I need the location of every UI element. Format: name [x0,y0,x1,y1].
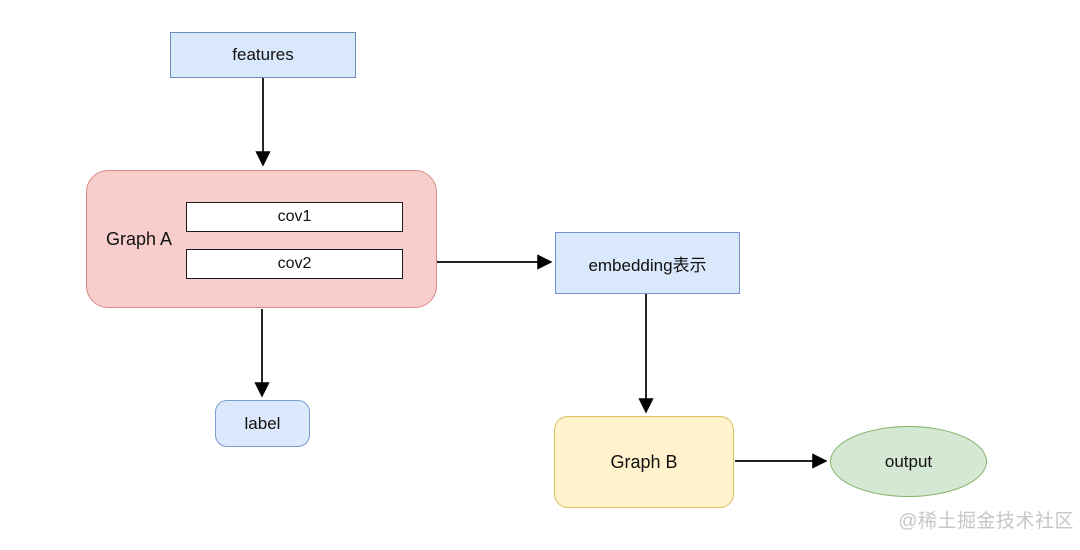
watermark: @稀土掘金技术社区 [898,511,1074,532]
node-graph-b-label: Graph B [610,451,678,472]
node-embedding-label: embedding表示 [588,255,707,275]
node-label-label: label [244,413,281,433]
node-label: label [215,400,310,447]
node-graph-a: Graph A cov1 cov2 [86,170,437,308]
node-features-label: features [232,45,294,64]
node-cov1: cov1 [186,202,403,232]
node-graph-b: Graph B [554,416,734,508]
node-features: features [170,32,356,78]
node-cov2: cov2 [186,249,403,279]
node-output: output [830,426,987,497]
node-embedding: embedding表示 [555,232,740,294]
node-output-label: output [884,451,933,471]
node-graph-a-label: Graph A [105,228,173,249]
node-cov2-label: cov2 [277,255,312,272]
node-cov1-label: cov1 [277,208,312,225]
